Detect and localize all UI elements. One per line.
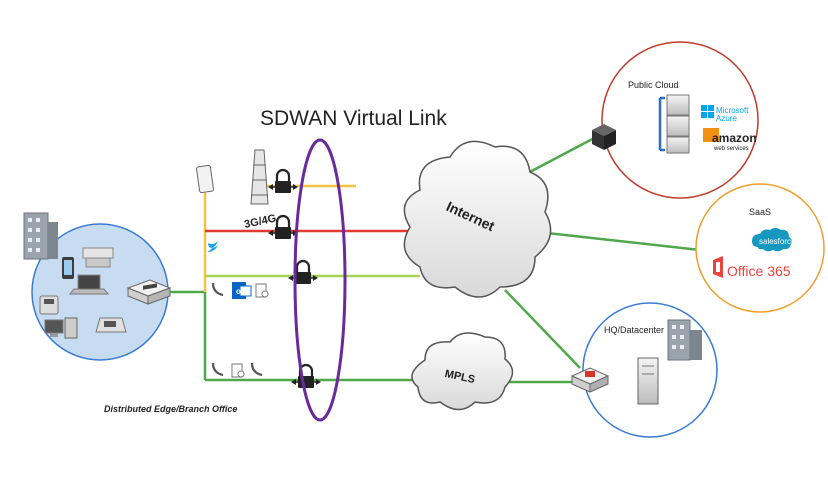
branch-office-label: Distributed Edge/Branch Office: [104, 404, 237, 414]
cloud-sdwan-appliance: [592, 124, 616, 150]
cell-tower-icon: [250, 149, 269, 205]
diagram-title: SDWAN Virtual Link: [260, 107, 447, 130]
saas-group: SaaS salesforce Office 365: [695, 183, 825, 313]
mobile-phone-icon: [62, 257, 74, 279]
amazon-sub-label: web services: [713, 146, 749, 152]
public-cloud-label: Public Cloud: [628, 80, 679, 90]
azure-label-1: Microsoft: [716, 106, 749, 115]
hq-datacenter-label: HQ/Datacenter: [604, 325, 664, 335]
outlook-icon: o: [232, 282, 252, 299]
amazon-logo: amazon web services: [703, 128, 757, 152]
document-icon: [255, 283, 269, 298]
branch-office: [23, 212, 172, 361]
twitter-icon: [207, 241, 218, 252]
salesforce-logo: salesforce: [752, 228, 796, 252]
office365-label: Office 365: [727, 263, 791, 279]
salesforce-label: salesforce: [759, 237, 796, 246]
internet-hq-link: [504, 289, 581, 369]
hq-firewall-appliance: [570, 367, 610, 393]
internet-lock-icon: [268, 214, 298, 239]
building-icon: [23, 212, 58, 260]
amazon-label: amazon: [712, 131, 757, 145]
printer-icon: [82, 247, 114, 268]
cellular-label: 3G/4G: [243, 212, 277, 230]
hq-server-icon: [637, 357, 659, 405]
svg-text:o: o: [236, 287, 241, 296]
mpls-cloud: [411, 332, 514, 411]
voice-icon: [211, 282, 224, 297]
azure-logo: Microsoft Azure: [701, 105, 749, 123]
desk-phone-icon: [39, 295, 59, 315]
hq-building-icon: [667, 319, 702, 361]
cloud-servers-icon: [658, 94, 690, 154]
lock-icons: [268, 168, 321, 388]
laptop-icon: [68, 274, 110, 295]
azure-label-2: Azure: [716, 114, 737, 123]
hq-datacenter-group: HQ/Datacenter: [570, 302, 718, 438]
branch-sdwan-appliance: [126, 279, 172, 305]
document-icon-2: [231, 363, 245, 378]
desktop-pc-icon: [44, 317, 78, 339]
broadband-lock-icon: [288, 259, 318, 284]
cellular-lock-icon: [268, 168, 298, 193]
virtual-link-ellipse: [293, 138, 347, 422]
voice-icon-3: [250, 362, 263, 377]
office365-logo: Office 365: [713, 256, 791, 279]
mpls-lock-icon: [291, 363, 321, 388]
internet-cloud: [403, 140, 552, 298]
tablet-icon: [196, 164, 214, 194]
voice-icon-2: [211, 362, 224, 377]
saas-label: SaaS: [749, 207, 771, 217]
ip-phone-icon: [95, 317, 127, 333]
public-cloud-group: Microsoft Azure amazon web services Publ…: [592, 41, 759, 199]
